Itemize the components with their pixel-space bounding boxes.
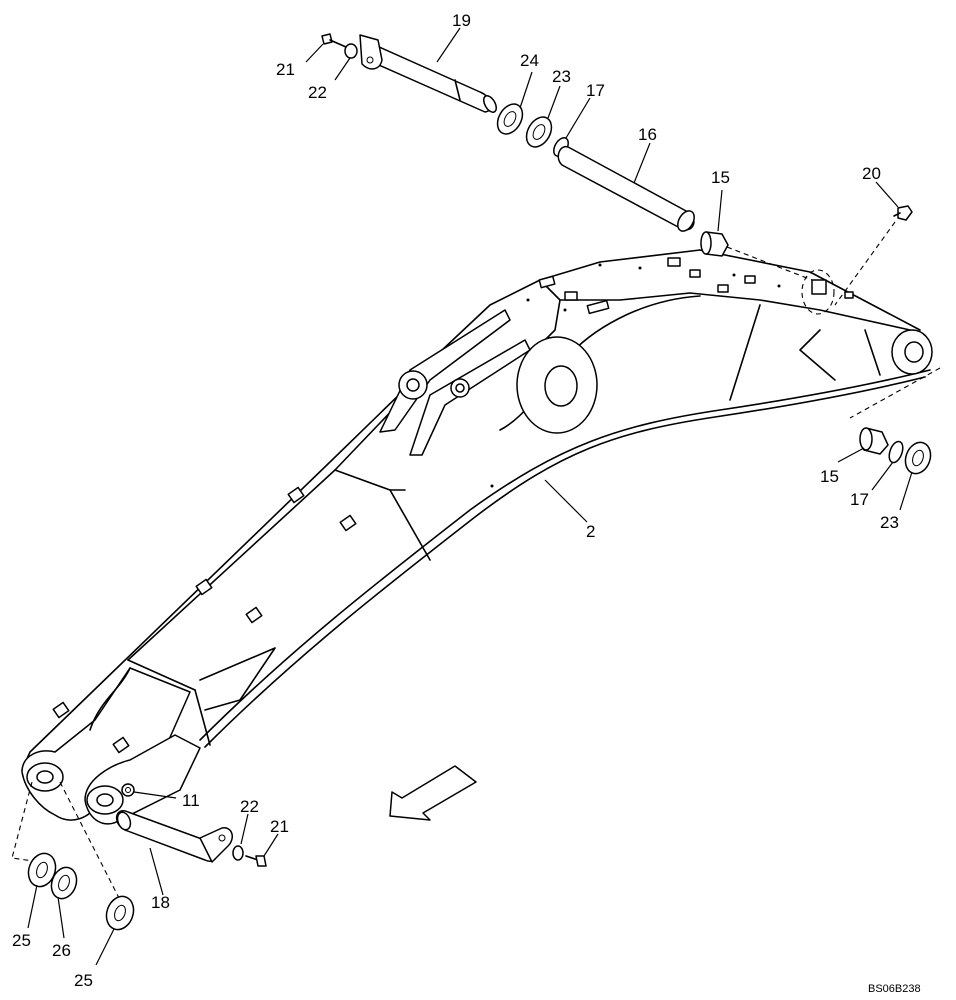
label-22-bottom: 22 (240, 797, 259, 816)
label-2: 2 (586, 522, 595, 541)
shim-25-bottom (105, 895, 135, 931)
bushing-15-top (700, 231, 729, 257)
label-21-bottom: 21 (270, 817, 289, 836)
boom-body (21, 249, 933, 825)
grease-fitting-20 (893, 205, 913, 221)
label-15-right: 15 (820, 467, 839, 486)
bolt-21-bottom (245, 855, 267, 867)
front-direction-arrow-icon (389, 765, 477, 821)
label-25-left: 25 (12, 931, 31, 950)
bolt-21-top (321, 33, 347, 48)
shim-23-right (904, 441, 932, 475)
label-17-top: 17 (586, 81, 605, 100)
label-23-top: 23 (552, 67, 571, 86)
label-23-right: 23 (880, 513, 899, 532)
pin-16 (557, 145, 695, 232)
shim-23-top (525, 116, 553, 148)
ring-17-right (888, 440, 904, 464)
shim-24 (496, 103, 524, 135)
washer-22-top (344, 43, 358, 59)
bushing-15-right (859, 427, 889, 455)
drawing-code: BS06B238 (868, 983, 921, 995)
label-22-top: 22 (308, 83, 327, 102)
label-11: 11 (182, 791, 200, 810)
label-19: 19 (452, 11, 471, 30)
label-21-top: 21 (276, 60, 295, 79)
nut-11 (121, 783, 135, 797)
label-20: 20 (862, 164, 881, 183)
label-17-right: 17 (850, 490, 869, 509)
label-24: 24 (520, 51, 539, 70)
label-26: 26 (52, 941, 71, 960)
washer-22-bottom (232, 845, 244, 861)
pin-18 (116, 810, 233, 863)
boom-lugs (52, 257, 854, 754)
label-15-top: 15 (711, 168, 730, 187)
label-18: 18 (151, 893, 170, 912)
pin-19 (359, 34, 497, 113)
label-16: 16 (638, 125, 657, 144)
label-25-bottom: 25 (74, 971, 93, 990)
